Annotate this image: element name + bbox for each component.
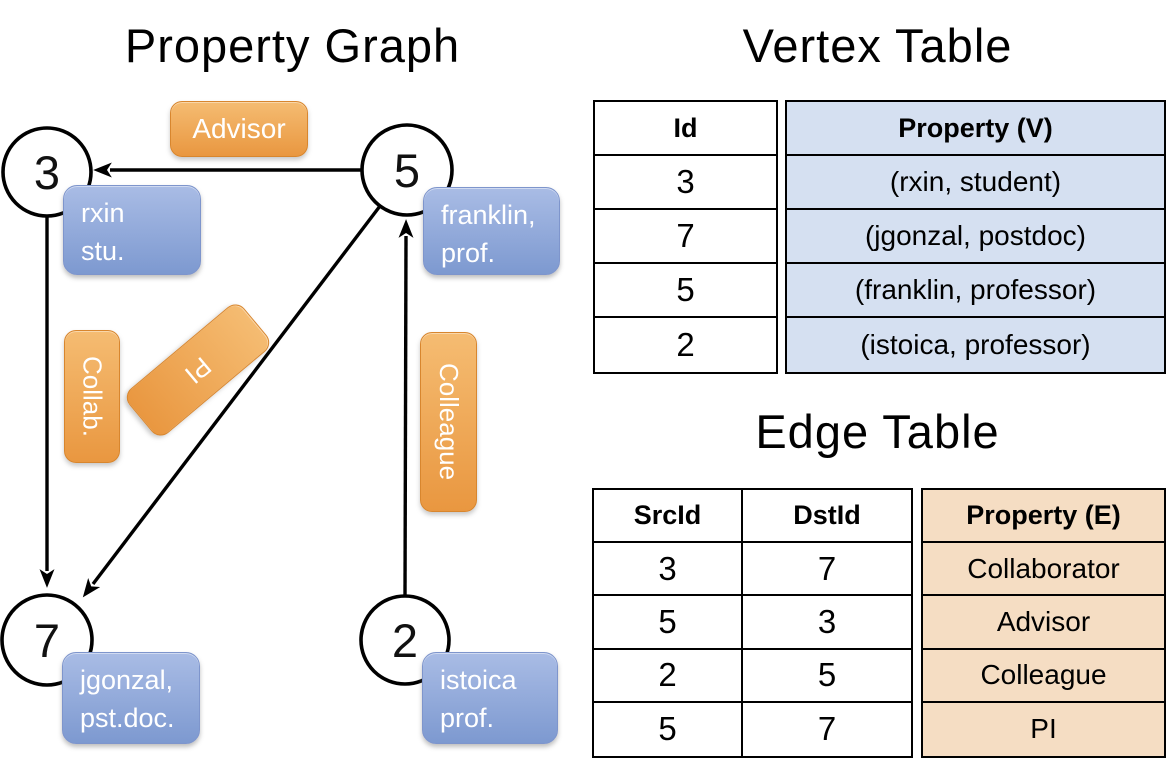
edge-label-collab: Collab. [64, 330, 120, 463]
vertex-property-box-jgonzal: jgonzal, pst.doc. [62, 652, 200, 744]
vertex-table-property-cell: (jgonzal, postdoc) [787, 210, 1164, 264]
edge-table-row-dst: 3 [817, 602, 837, 640]
edge-table-row-src: 5 [594, 596, 743, 648]
vertex-property-line: pst.doc. [80, 703, 175, 734]
vertex-node-7-label: 7 [34, 614, 60, 667]
edge-table-row-dst: 7 [817, 710, 837, 748]
vertex-node-3-label: 3 [34, 146, 60, 199]
vertex-property-box-franklin: franklin, prof. [423, 187, 560, 275]
vertex-table-property-column: Property (V)(rxin, student)(jgonzal, pos… [785, 100, 1166, 374]
edge-table-title: Edge Table [755, 405, 1000, 458]
vertex-table-id-cell: 2 [676, 326, 695, 363]
vertex-table-id-cell: 7 [595, 210, 776, 264]
vertex-property-line: stu. [81, 236, 125, 267]
edge-table-row-dst: 5 [817, 656, 837, 694]
vertex-table-title: Vertex Table [742, 19, 1013, 72]
vertex-table-id-cell: 3 [595, 156, 776, 210]
edge-table-property-cell: PI [1030, 713, 1057, 745]
vertex-table-id-header: Id [595, 102, 776, 156]
vertex-property-line: franklin, [441, 200, 536, 230]
vertex-table-property-cell: (franklin, professor) [787, 264, 1164, 318]
vertex-property-box-rxin: rxin stu. [63, 185, 201, 275]
edge-table-header: SrcId DstId [594, 490, 911, 544]
vertex-node-2-label: 2 [392, 614, 418, 667]
edge-table-property-cell: Advisor [923, 596, 1164, 650]
edge-5-to-7 [82, 204, 382, 598]
edge-table-property-header: Property (E) [923, 490, 1164, 544]
vertex-property-line: prof. [440, 703, 495, 734]
vertex-table-id-cell: 5 [595, 264, 776, 318]
vertex-property-line: istoica [440, 665, 517, 695]
vertex-node-5-label: 5 [394, 144, 420, 197]
vertex-table-property-cell: (istoica, professor) [860, 329, 1091, 360]
edge-table-header-dst: DstId [793, 500, 861, 531]
edge-table-row-src: 2 [594, 649, 743, 701]
edge-label-advisor: Advisor [170, 101, 308, 157]
vertex-property-line: rxin [81, 198, 125, 228]
vertex-property-line: jgonzal, [80, 665, 174, 695]
vertex-property-line: prof. [441, 238, 496, 269]
edge-table-row-src: 5 [594, 702, 743, 756]
edge-2-to-5 [398, 219, 414, 596]
edge-table-property-cell: Collaborator [923, 543, 1164, 597]
edge-table-header-src: SrcId [594, 490, 743, 542]
vertex-table-property-header: Property (V) [787, 102, 1164, 156]
vertex-property-box-istoica: istoica prof. [422, 652, 558, 744]
edge-label-colleague: Colleague [420, 332, 477, 512]
property-graph-title: Property Graph [124, 19, 461, 72]
edge-table-row-dst: 7 [817, 549, 837, 587]
edge-table-property-cell: Colleague [923, 650, 1164, 703]
edge-table-row-src: 3 [594, 543, 743, 595]
vertex-table-property-cell: (rxin, student) [787, 156, 1164, 210]
